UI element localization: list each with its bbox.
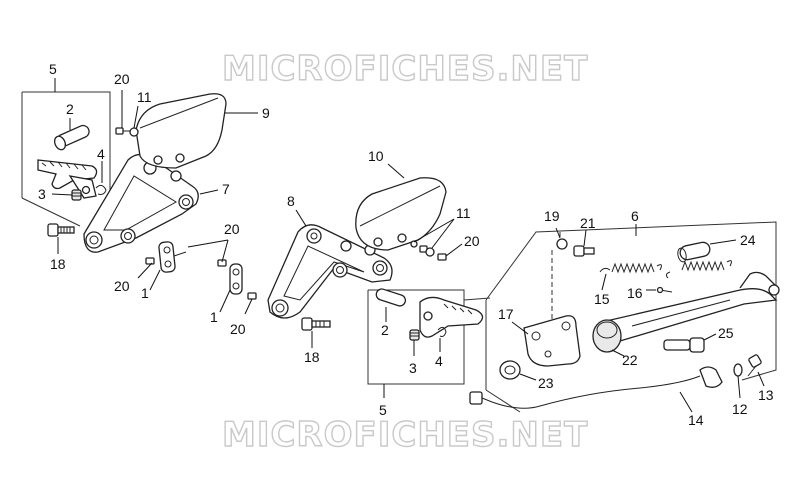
callout-21: 21	[580, 215, 596, 231]
callout-22: 22	[622, 352, 638, 368]
callout-3: 3	[409, 360, 417, 376]
bracket-1-left	[145, 241, 187, 273]
callout-1: 1	[141, 285, 149, 301]
callout-15: 15	[594, 291, 610, 307]
stand-switch-cable	[469, 366, 723, 409]
callout-13: 13	[758, 387, 774, 403]
callout-19: 19	[544, 208, 560, 224]
callout-10: 10	[368, 148, 384, 164]
spring-15	[599, 262, 662, 274]
callout-24: 24	[740, 232, 756, 248]
footrest-pin-middle	[375, 288, 407, 307]
callout-25: 25	[718, 325, 734, 341]
bolt-25	[663, 337, 705, 353]
callout-11: 11	[456, 205, 471, 221]
callout-1: 1	[210, 309, 218, 325]
bolt-18-middle	[301, 317, 331, 331]
callout-18: 18	[304, 349, 320, 365]
spring-sleeve-24	[677, 241, 711, 263]
callout-20: 20	[224, 221, 240, 237]
side-stand	[592, 271, 780, 353]
callout-20: 20	[230, 321, 246, 337]
callout-17: 17	[498, 306, 514, 322]
nut-23	[499, 360, 521, 380]
callout-4: 4	[435, 353, 443, 369]
heel-plate-right	[355, 177, 447, 251]
pin-16	[656, 286, 673, 294]
callout-23: 23	[538, 375, 554, 391]
bracket-left	[83, 153, 199, 253]
bolt-21	[573, 245, 595, 257]
kit-box-middle	[367, 289, 465, 385]
clip-middle	[437, 326, 447, 337]
callout-5: 5	[49, 61, 57, 77]
bracket-middle	[267, 224, 393, 319]
callout-12: 12	[732, 401, 748, 417]
callout-8: 8	[287, 193, 295, 209]
stand-bracket	[523, 315, 581, 367]
bolt-18-left	[47, 223, 75, 237]
callout-20: 20	[114, 278, 130, 294]
callout-20: 20	[464, 233, 480, 249]
callout-18: 18	[50, 256, 66, 272]
callout-2: 2	[381, 322, 389, 338]
spring-16	[665, 260, 732, 279]
bolt-13	[747, 354, 762, 377]
callout-2: 2	[66, 101, 74, 117]
spring-left	[71, 189, 82, 201]
kit-box-left	[22, 91, 111, 222]
footpeg-middle	[419, 296, 484, 338]
washer-11-top	[129, 127, 139, 137]
screw-20-middle	[410, 240, 447, 261]
callout-7: 7	[222, 181, 230, 197]
watermark-top: MICROFICHES.NET	[222, 49, 588, 89]
clip-left	[95, 184, 107, 195]
callout-20: 20	[114, 71, 130, 87]
footrest-pin-left	[53, 124, 90, 151]
callout-9: 9	[262, 105, 270, 121]
callout-11: 11	[137, 89, 152, 105]
stand-box	[485, 221, 777, 381]
callout-16: 16	[627, 285, 643, 301]
watermark-bottom: MICROFICHES.NET	[222, 415, 588, 455]
callout-4: 4	[97, 146, 105, 162]
callout-3: 3	[38, 186, 46, 202]
callout-5: 5	[379, 402, 387, 418]
heel-plate-left	[135, 93, 227, 169]
washer-12	[733, 363, 743, 377]
callout-6: 6	[631, 208, 639, 224]
spring-middle	[409, 329, 420, 341]
callout-14: 14	[688, 412, 704, 428]
screw-20-top	[115, 127, 130, 135]
footpeg-left	[37, 159, 98, 199]
bracket-1-right	[217, 259, 257, 300]
washer-19	[556, 238, 568, 250]
